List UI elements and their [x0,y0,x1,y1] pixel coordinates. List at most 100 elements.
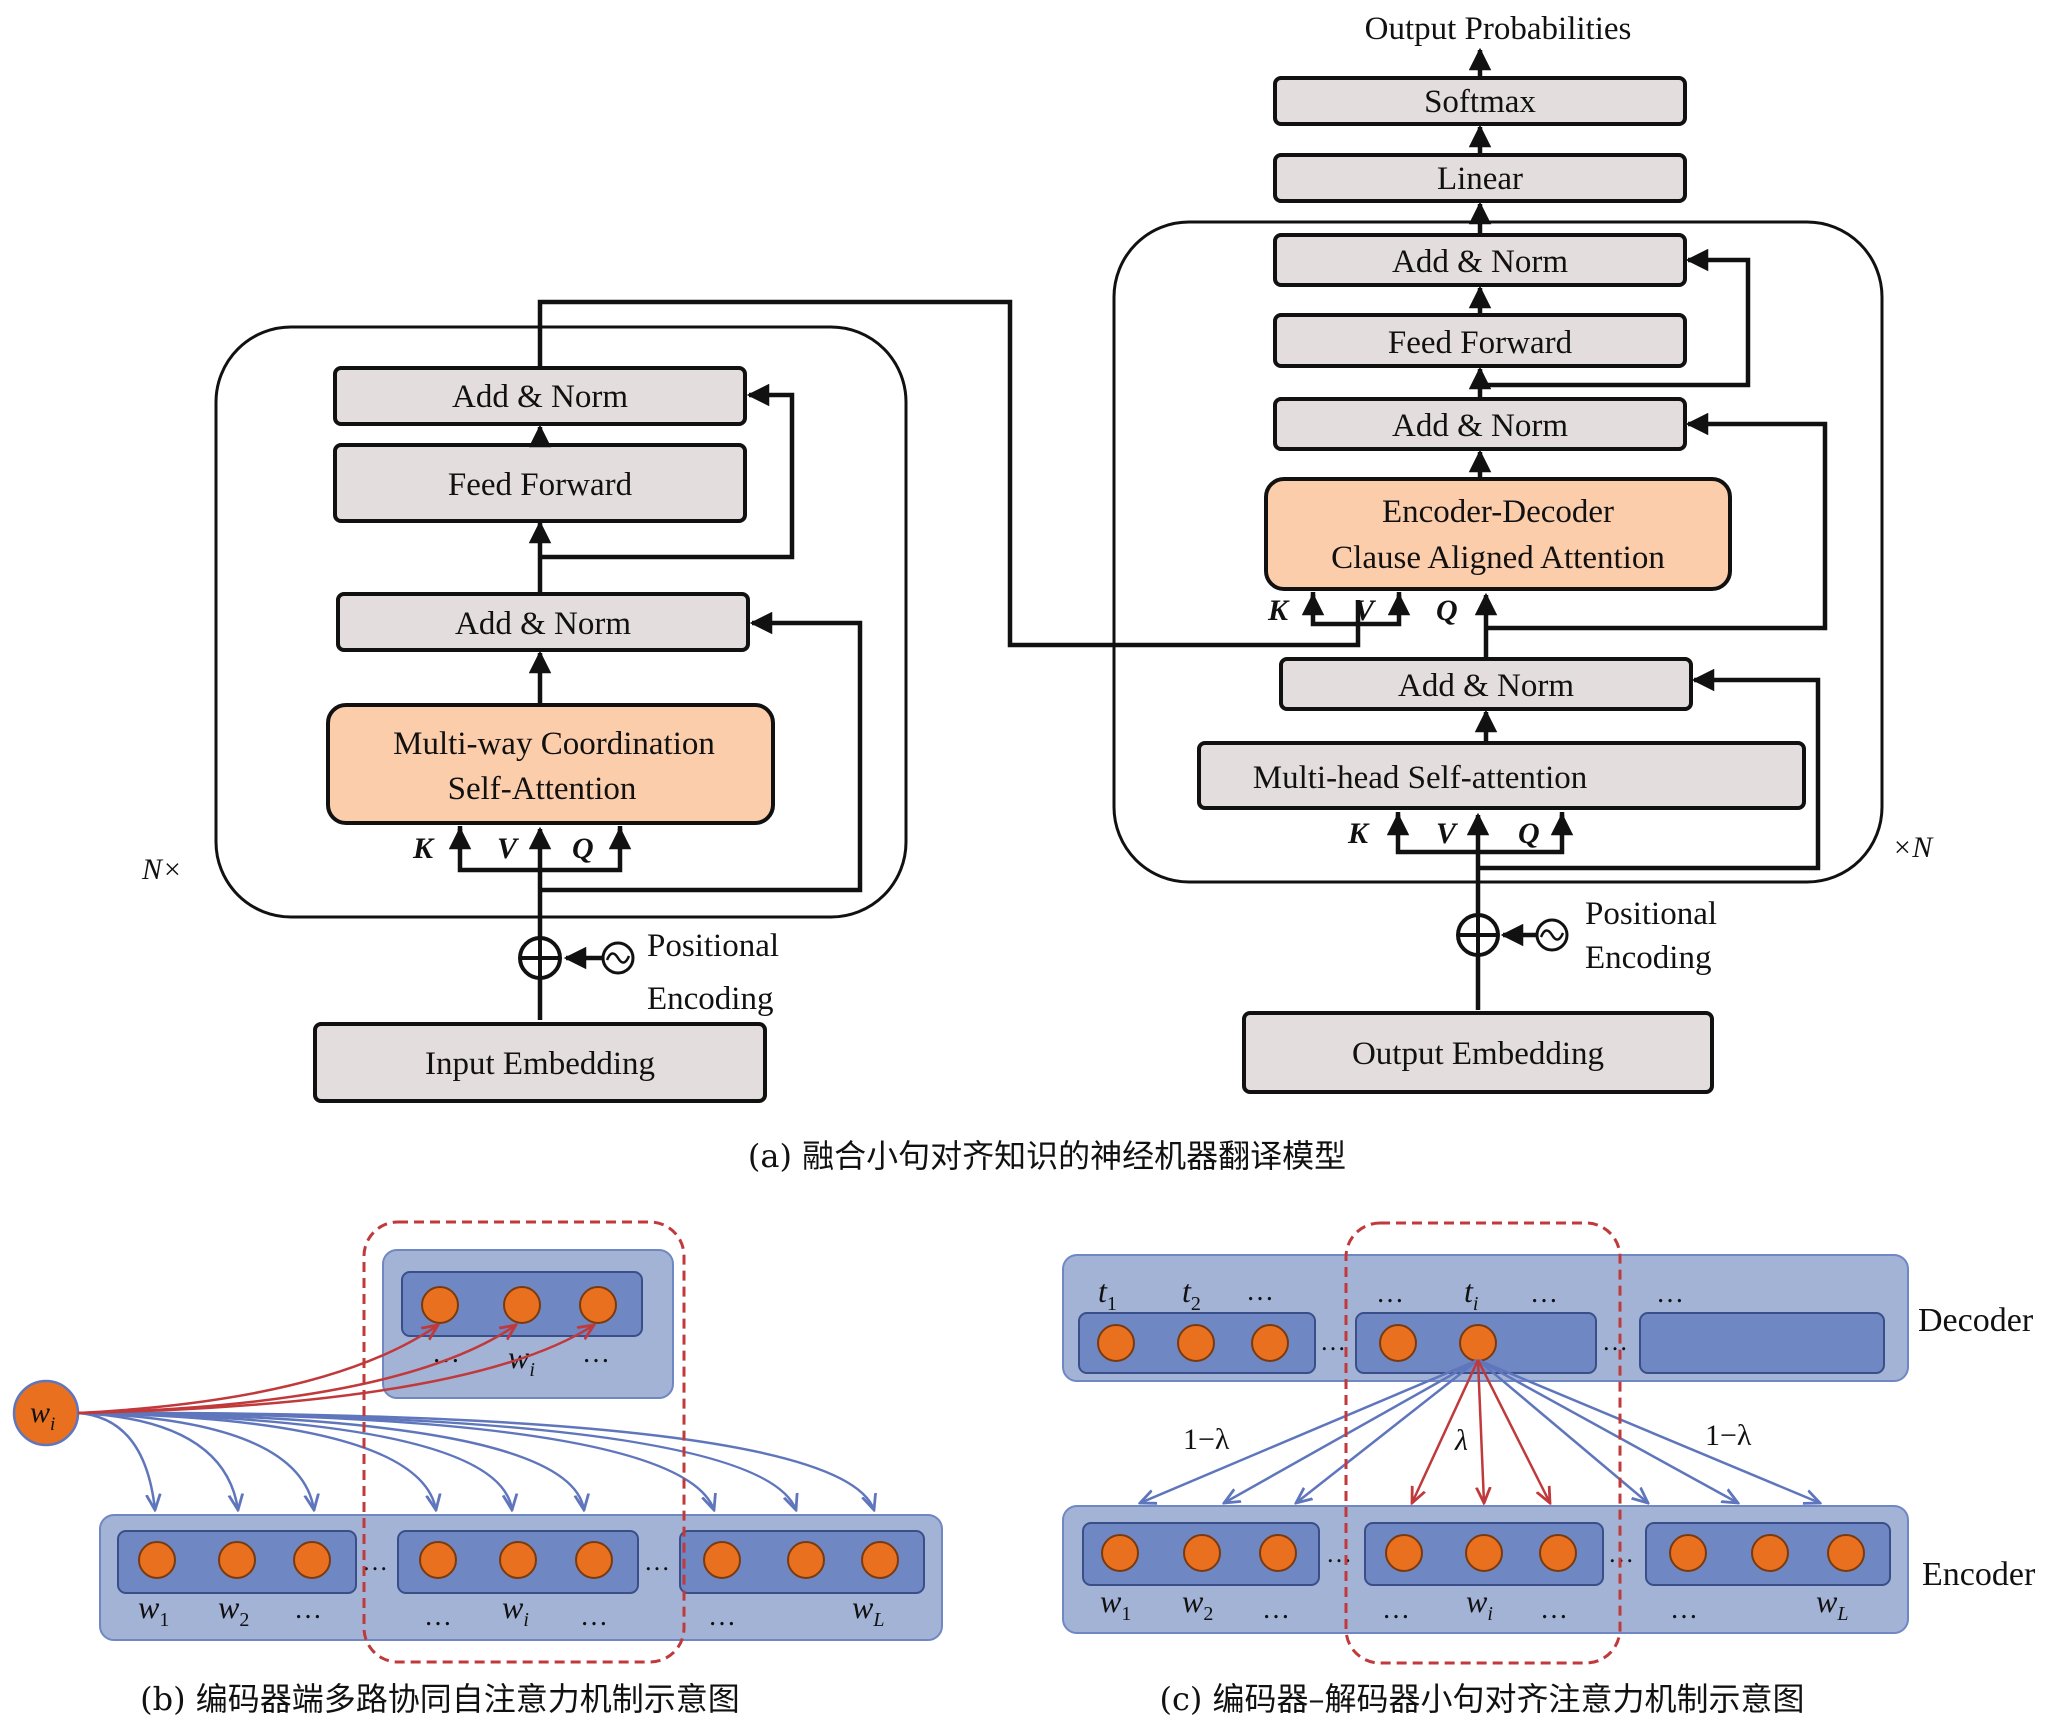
b-mid-dots-left: … [424,1601,452,1632]
b-sep-dots: … [362,1547,388,1576]
c-wi: wi [1466,1583,1493,1625]
c-w2: w2 [1182,1583,1213,1625]
b-sep-dots: … [644,1547,670,1576]
encoder-k-label: K [412,832,435,865]
decoder-add-norm-mid-label: Add & Norm [1392,408,1568,444]
decoder-feed-forward [1273,313,1687,368]
encoder-v-label: V [497,832,520,865]
decoder-add-norm-top [1273,233,1687,287]
c-dec-inner-right [1639,1312,1885,1374]
decoder-times-n: ×N [1892,831,1934,864]
c-dec-node [1379,1324,1417,1362]
output-embedding-box [1242,1011,1714,1094]
c-enc-node [1465,1534,1503,1572]
encoder-add-norm-bottom [336,592,750,652]
decoder-pos-enc-line1: Positional [1585,896,1717,932]
c-enc-node [1101,1534,1139,1572]
caption-c: (c) 编码器–解码器小句对齐注意力机制示意图 [1159,1680,1804,1718]
b-top-node [421,1286,459,1324]
input-embedding-box [313,1022,767,1103]
b-top-dots-right: … [582,1338,610,1369]
cross-attention-line1: Encoder-Decoder [1382,494,1614,530]
self-v-label: V [1436,817,1459,850]
c-wL: wL [1816,1583,1848,1625]
c-encoder-label: Encoder [1922,1556,2036,1593]
c-wdots: … [1262,1594,1290,1625]
encoder-to-decoder-line [537,299,1361,648]
decoder-add-norm-mid [1273,397,1687,451]
c-t2: t2 [1182,1273,1201,1315]
c-tdots: … [1246,1276,1274,1307]
linear-box [1273,153,1687,203]
decoder-feed-forward-label: Feed Forward [1388,325,1573,361]
b-right-dots: … [708,1601,736,1632]
encoder-add-norm-top-label: Add & Norm [452,379,628,415]
decoder-pos-enc-line2: Encoding [1585,940,1711,976]
encoder-stack: Add & Norm Feed Forward Add & Norm Multi… [141,325,908,1103]
b-node [575,1541,613,1579]
panel-c: … … t1 t2 … … ti … … Decoder … … w1 w2 …… [1062,1221,2036,1718]
c-enc-sep-dots: … [1326,1539,1352,1568]
c-center-weight: λ [1454,1424,1468,1457]
b-node [293,1541,331,1579]
b-top-w: wi [508,1339,535,1381]
c-mid-w-dots-left: … [1382,1594,1410,1625]
c-dec-node-ti [1459,1324,1497,1362]
softmax-box [1273,76,1687,126]
c-dashed-highlight [1344,1221,1622,1665]
panel-b: … wi … … … w1 w2 … … wi … … wL wi [12,1220,943,1718]
decoder-add-norm-top-label: Add & Norm [1392,244,1568,280]
encoder-feed-forward-label: Feed Forward [448,467,633,503]
input-embedding-label: Input Embedding [425,1046,655,1082]
b-node [787,1541,825,1579]
encoder-q-label: Q [572,832,594,865]
self-k-label: K [1347,817,1370,850]
c-mid-dots-right: … [1530,1278,1558,1309]
encoder-frame [214,325,908,919]
output-probabilities-label: Output Probabilities [1365,11,1632,47]
b-node [218,1541,256,1579]
b-node [499,1541,537,1579]
c-right-weight: 1−λ [1705,1419,1752,1452]
c-dec-sep-dots: … [1320,1327,1346,1356]
b-wL: wL [852,1589,884,1631]
self-attention-box [1197,741,1806,810]
c-enc-node [1385,1534,1423,1572]
b-top-node [579,1286,617,1324]
encoder-attention-box [326,703,775,825]
b-node [138,1541,176,1579]
c-enc-node [1669,1534,1707,1572]
self-q-label: Q [1518,817,1540,850]
encoder-pos-enc-line2: Encoding [647,981,773,1017]
c-enc-node [1539,1534,1577,1572]
linear-label: Linear [1437,161,1523,197]
c-enc-node [1827,1534,1865,1572]
b-blue-arrows [77,1411,874,1510]
b-node [703,1541,741,1579]
b-dashed-highlight [362,1220,686,1664]
self-attention-label: Multi-head Self-attention [1253,760,1588,796]
c-mid-dots-left: … [1376,1278,1404,1309]
encoder-n-times: N× [141,853,182,886]
c-dec-node [1177,1324,1215,1362]
cross-q-label: Q [1436,594,1458,627]
c-t1: t1 [1098,1273,1117,1315]
c-enc-node [1751,1534,1789,1572]
caption-b: (b) 编码器端多路协同自注意力机制示意图 [140,1680,740,1718]
c-left-weight: 1−λ [1183,1423,1230,1456]
c-enc-node [1259,1534,1297,1572]
b-mid-dots-right: … [580,1601,608,1632]
b-node [419,1541,457,1579]
b-node [861,1541,899,1579]
b-w2: w2 [218,1589,249,1631]
c-ti: ti [1464,1273,1478,1315]
b-w1: w1 [138,1589,169,1631]
decoder-add-norm-bottom-label: Add & Norm [1398,668,1574,704]
c-w1: w1 [1100,1583,1131,1625]
c-mid-w-dots-right: … [1540,1594,1568,1625]
cross-attention-box [1264,477,1732,591]
c-enc-node [1183,1534,1221,1572]
cross-v-label: V [1354,594,1377,627]
encoder-add-norm-bottom-label: Add & Norm [455,606,631,642]
